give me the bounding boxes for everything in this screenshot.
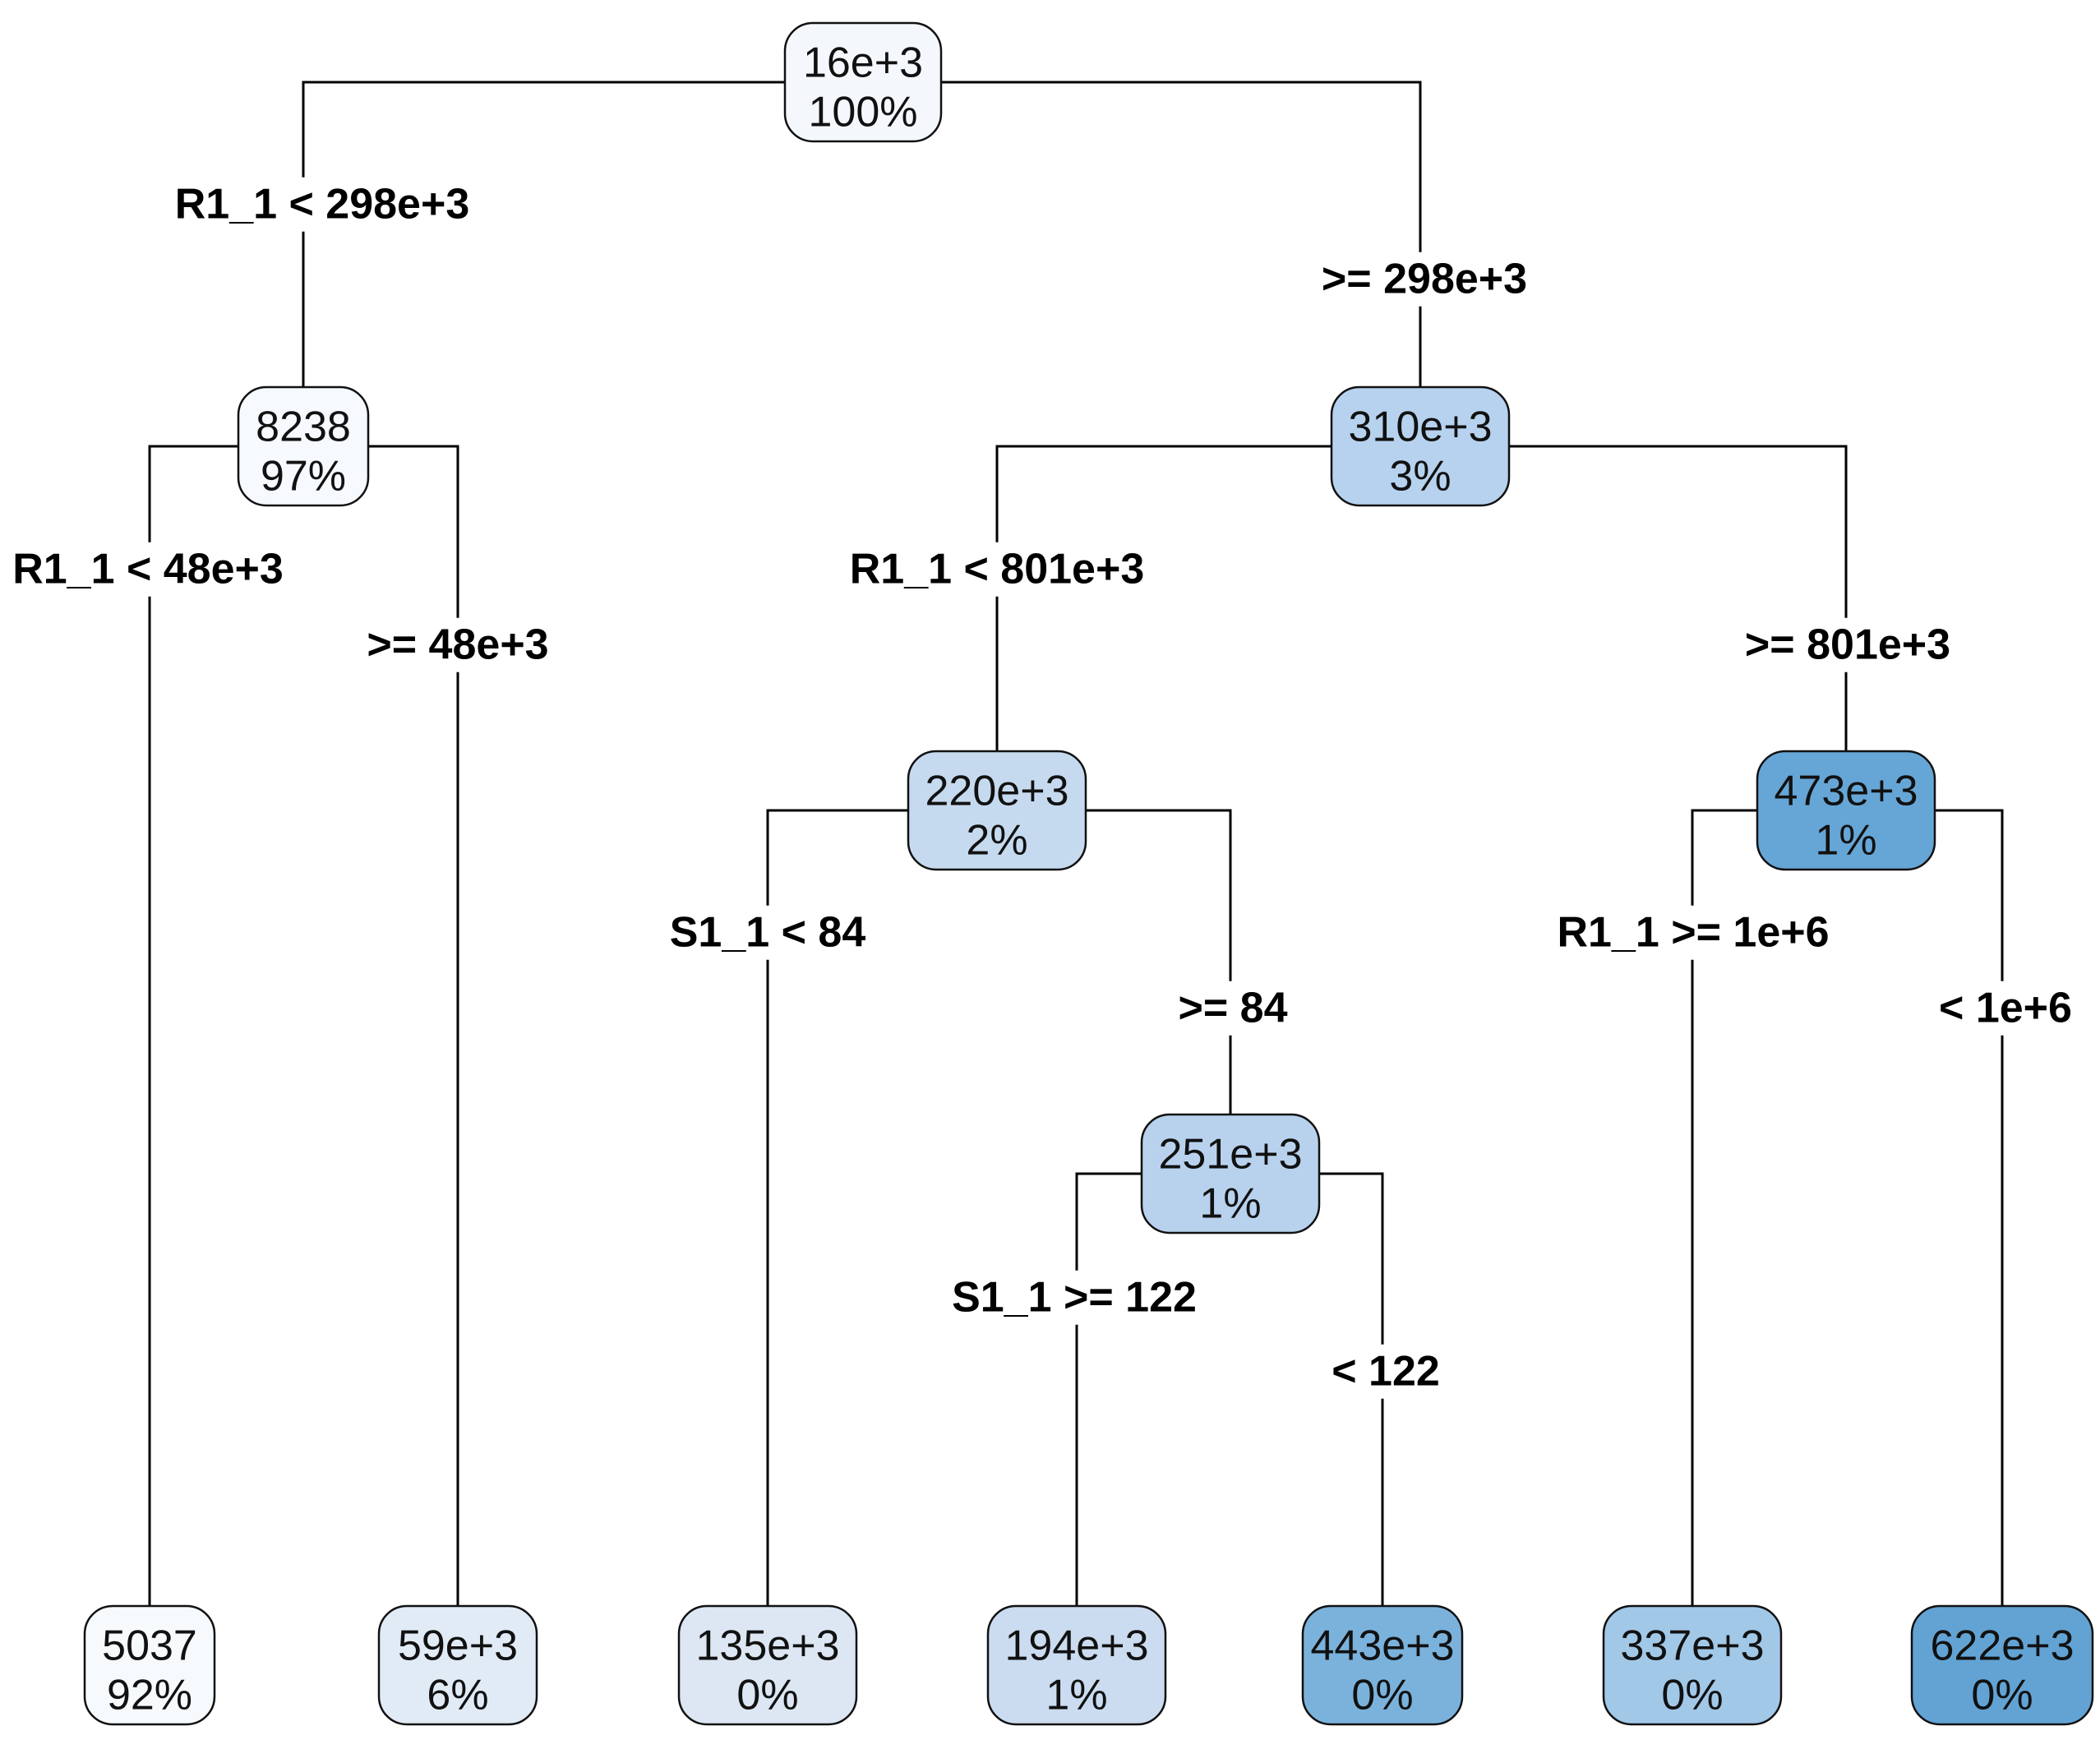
node-percent: 1% — [1815, 817, 1876, 865]
node-box — [237, 385, 370, 507]
split-label-backdrop — [1736, 617, 1959, 672]
node-percent: 3% — [1389, 453, 1451, 501]
tree-edge-n9-n10 — [1075, 1172, 1230, 1606]
split-label-s6: >= 801e+3 — [1745, 621, 1950, 669]
tree-node-n13: 622e+30% — [1910, 1604, 2094, 1726]
tree-edge-n7-n13 — [1846, 809, 2004, 1606]
split-label-s11: S1_1 >= 122 — [952, 1274, 1197, 1322]
split-label-s3: R1_1 < 48e+3 — [12, 546, 284, 593]
node-value: 59e+3 — [398, 1622, 518, 1670]
tree-node-n8: 135e+30% — [677, 1604, 858, 1726]
node-box — [1602, 1604, 1783, 1726]
node-box — [83, 1604, 216, 1726]
node-value: 16e+3 — [803, 39, 923, 87]
split-labels: R1_1 < 298e+3 >= 298e+3R1_1 < 48e+3 >= 48e… — [4, 177, 2080, 1399]
tree-edge-n2-n4 — [148, 445, 303, 1606]
node-percent: 0% — [1971, 1672, 2033, 1719]
node-box — [1301, 1604, 1464, 1726]
node-box — [1910, 1604, 2094, 1726]
split-label-backdrop — [841, 542, 1153, 597]
split-label-backdrop — [1548, 905, 1838, 960]
node-percent: 6% — [427, 1672, 488, 1719]
tree-edge-n1-n2 — [302, 81, 863, 387]
split-label-backdrop — [944, 1270, 1205, 1325]
split-label-backdrop — [166, 177, 478, 232]
node-box — [907, 750, 1087, 871]
split-label-s10: < 1e+6 — [1939, 985, 2072, 1032]
node-value: 220e+3 — [925, 768, 1069, 815]
tree-edge-n3-n6 — [995, 445, 1420, 751]
split-label-s1: R1_1 < 298e+3 — [175, 181, 470, 228]
node-percent: 0% — [736, 1672, 798, 1719]
node-box — [1756, 750, 1936, 871]
node-percent: 97% — [261, 453, 346, 501]
node-value: 5037 — [102, 1622, 197, 1670]
node-value: 135e+3 — [696, 1622, 840, 1670]
node-percent: 1% — [1199, 1180, 1261, 1228]
node-value: 622e+3 — [1931, 1622, 2075, 1670]
node-value: 194e+3 — [1005, 1622, 1149, 1670]
tree-node-n12: 337e+30% — [1602, 1604, 1783, 1726]
split-label-s8: >= 84 — [1178, 985, 1287, 1032]
tree-node-n6: 220e+32% — [907, 750, 1087, 871]
split-label-backdrop — [1313, 252, 1536, 307]
node-value: 251e+3 — [1159, 1131, 1303, 1179]
tree-node-n3: 310e+33% — [1330, 385, 1511, 507]
node-box — [377, 1604, 538, 1726]
node-value: 443e+3 — [1311, 1622, 1455, 1670]
node-value: 310e+3 — [1349, 404, 1493, 451]
node-value: 337e+3 — [1621, 1622, 1765, 1670]
node-value: 473e+3 — [1775, 768, 1918, 815]
split-label-backdrop — [358, 617, 557, 672]
node-box — [1330, 385, 1511, 507]
split-label-s9: R1_1 >= 1e+6 — [1557, 909, 1829, 957]
tree-node-n9: 251e+31% — [1140, 1113, 1321, 1235]
node-box — [783, 21, 943, 143]
split-label-backdrop — [1323, 1344, 1448, 1399]
node-value: 8238 — [256, 404, 351, 451]
split-label-s7: S1_1 < 84 — [670, 909, 866, 957]
node-box — [1140, 1113, 1321, 1235]
tree-edge-n1-n3 — [863, 81, 1422, 387]
node-box — [677, 1604, 858, 1726]
split-label-s2: >= 298e+3 — [1322, 256, 1527, 303]
split-label-backdrop — [661, 905, 875, 960]
tree-node-n5: 59e+36% — [377, 1604, 538, 1726]
split-label-backdrop — [1931, 981, 2080, 1036]
split-label-backdrop — [1170, 981, 1296, 1036]
node-percent: 1% — [1045, 1672, 1107, 1719]
tree-node-n7: 473e+31% — [1756, 750, 1936, 871]
node-percent: 0% — [1351, 1672, 1413, 1719]
node-percent: 0% — [1661, 1672, 1723, 1719]
node-percent: 92% — [107, 1672, 192, 1719]
node-box — [986, 1604, 1167, 1726]
node-percent: 2% — [966, 817, 1027, 865]
node-percent: 100% — [809, 89, 918, 136]
tree-node-n11: 443e+30% — [1301, 1604, 1464, 1726]
tree-node-n10: 194e+31% — [986, 1604, 1167, 1726]
split-label-s5: R1_1 < 801e+3 — [850, 546, 1145, 593]
split-label-s4: >= 48e+3 — [367, 621, 548, 669]
split-label-s12: < 122 — [1332, 1348, 1440, 1396]
split-label-backdrop — [4, 542, 292, 597]
